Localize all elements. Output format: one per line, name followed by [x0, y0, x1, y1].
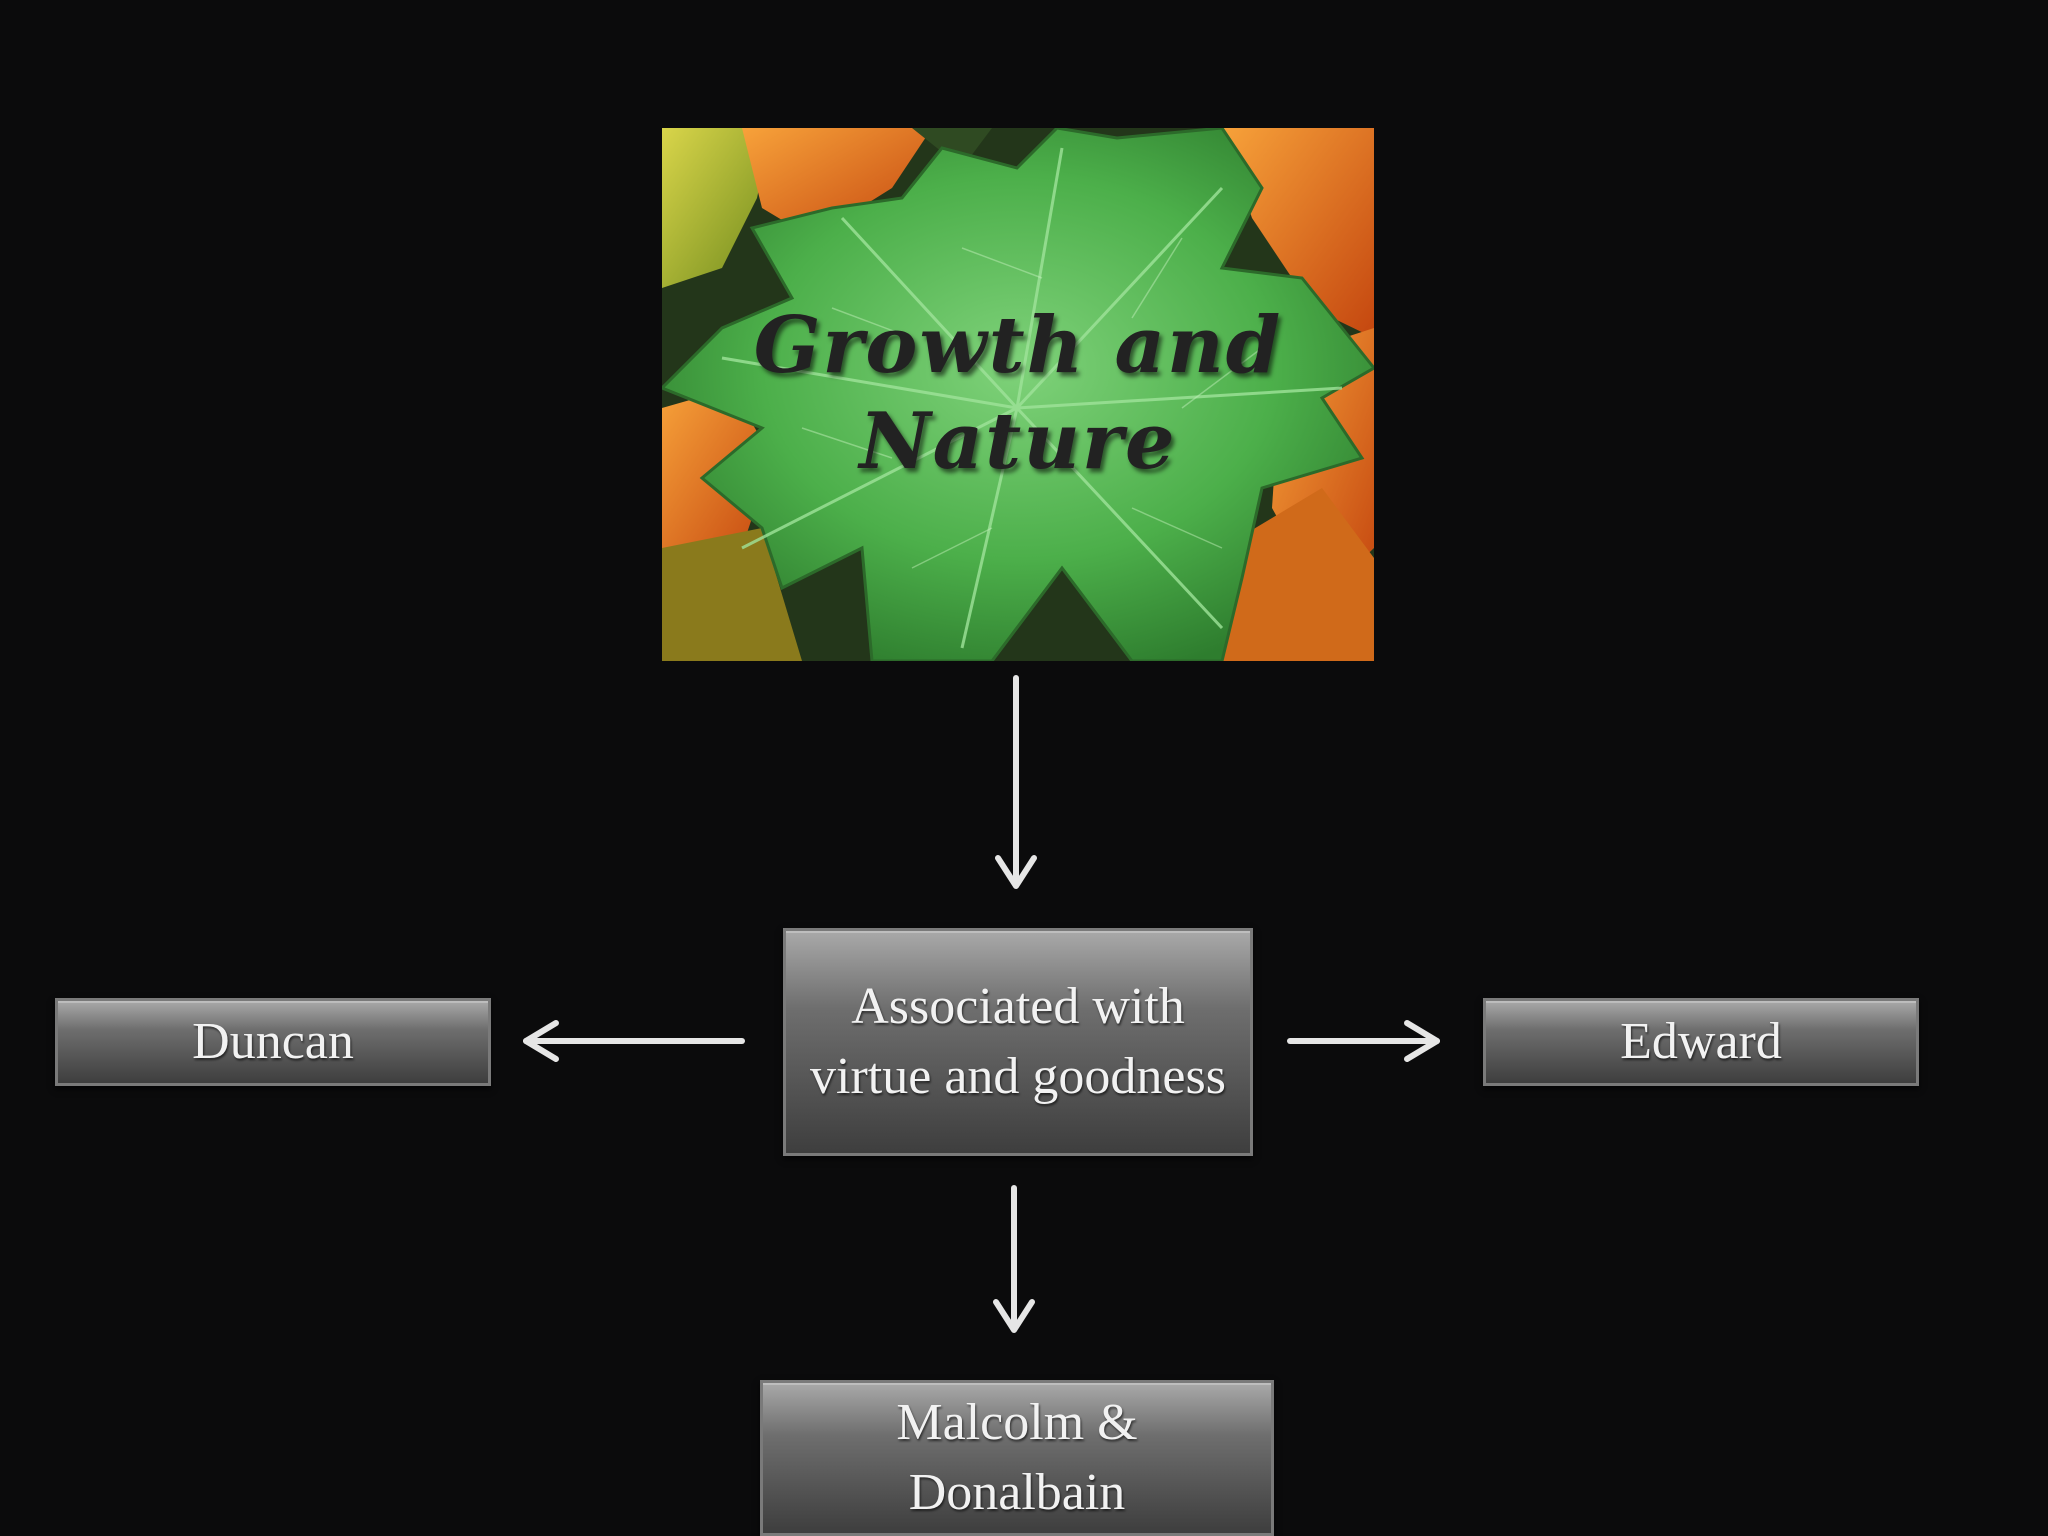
node-virtue-goodness: Associated with virtue and goodness	[783, 928, 1253, 1156]
arrowhead-down-2	[993, 1299, 1035, 1333]
arrowhead-left	[523, 1020, 559, 1062]
arrowhead-down-1	[995, 855, 1037, 889]
node-edward: Edward	[1483, 998, 1919, 1086]
node-edward-label: Edward	[1620, 1013, 1782, 1070]
node-duncan: Duncan	[55, 998, 491, 1086]
arrowhead-right	[1404, 1020, 1440, 1062]
node-malcolm-donalbain-label: Malcolm & Donalbain	[896, 1394, 1138, 1521]
node-virtue-goodness-label: Associated with virtue and goodness	[810, 978, 1226, 1105]
growth-nature-image: Growth and Nature	[662, 128, 1374, 661]
leaves-illustration	[662, 128, 1374, 661]
node-duncan-label: Duncan	[192, 1013, 354, 1070]
image-title: Growth and Nature	[753, 300, 1283, 487]
node-malcolm-donalbain: Malcolm & Donalbain	[760, 1380, 1274, 1536]
